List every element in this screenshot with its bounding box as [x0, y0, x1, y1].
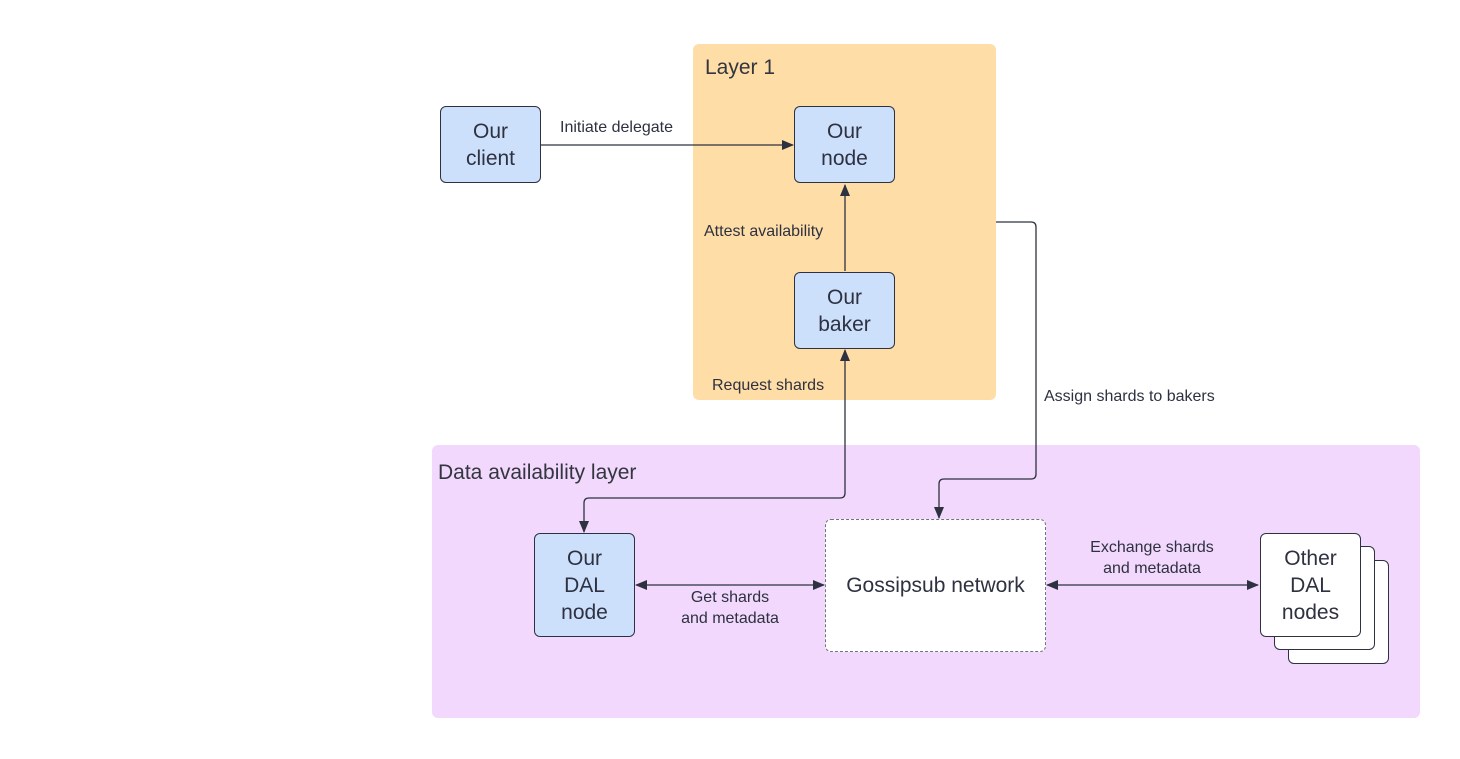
exchange-shards-label: Exchange shards and metadata — [1090, 539, 1214, 577]
our-baker-node: Our baker — [794, 272, 895, 349]
other-dal-nodes-node: Other DAL nodes — [1260, 533, 1361, 637]
get-shards-label: Get shards and metadata — [681, 589, 779, 627]
initiate-delegate-label: Initiate delegate — [560, 119, 673, 136]
request-shards-label: Request shards — [712, 377, 825, 394]
edge-request-shards — [579, 349, 850, 533]
our-node-node: Our node — [794, 106, 895, 183]
our-dal-node: Our DAL node — [534, 533, 635, 637]
attest-availability-label: Attest availability — [704, 223, 824, 240]
assign-shards-label: Assign shards to bakers — [1044, 388, 1215, 405]
layer-1-title: Layer 1 — [705, 56, 776, 79]
our-client-node: Our client — [440, 106, 541, 183]
gossipsub-network-node: Gossipsub network — [825, 519, 1046, 652]
edge-assign-shards — [934, 221, 1037, 519]
